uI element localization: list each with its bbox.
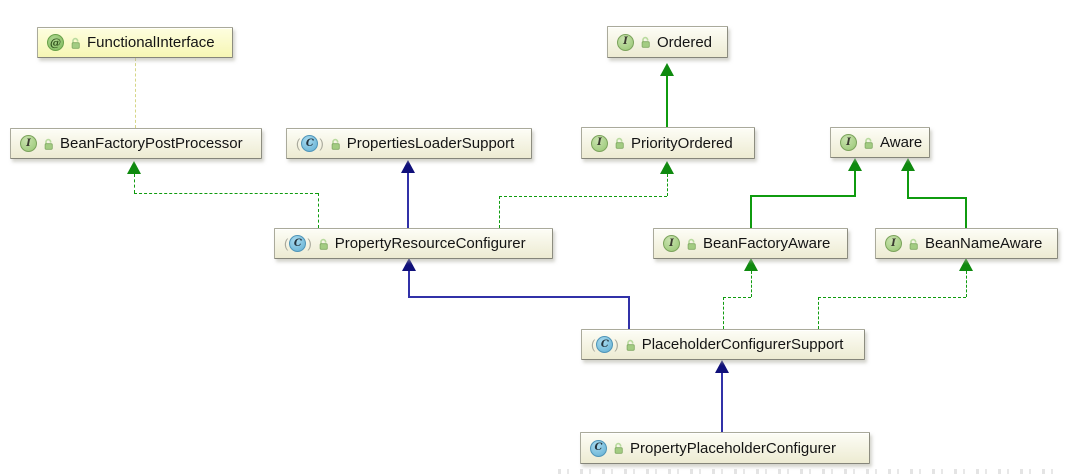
edge-segment: [907, 171, 909, 197]
edge-segment: [499, 196, 667, 197]
diagram-node-properties-loader-support[interactable]: C PropertiesLoaderSupport: [286, 128, 532, 159]
node-label: PriorityOrdered: [631, 134, 733, 152]
interface-icon: I: [20, 135, 37, 152]
interface-icon: I: [840, 134, 857, 151]
open-lock-icon: [43, 138, 54, 150]
edge-segment: [721, 373, 723, 432]
node-label: BeanFactoryAware: [703, 235, 831, 252]
node-label: PropertiesLoaderSupport: [346, 135, 515, 152]
node-label: FunctionalInterface: [87, 34, 215, 51]
open-lock-icon: [908, 238, 919, 250]
edge-segment: [134, 193, 318, 194]
arrowhead-icon: [401, 160, 415, 173]
open-lock-icon: [863, 137, 874, 149]
edge-segment: [628, 296, 630, 329]
open-lock-icon: [614, 137, 625, 149]
class-icon: C: [590, 439, 607, 457]
diagram-node-property-resource-configurer[interactable]: C PropertyResourceConfigurer: [274, 228, 553, 259]
edge-segment: [666, 76, 668, 127]
arrowhead-icon: [901, 158, 915, 171]
open-lock-icon: [625, 339, 636, 351]
edge-segment: [723, 297, 751, 298]
edge-segment: [907, 197, 967, 199]
diagram-node-ordered[interactable]: I Ordered: [607, 26, 728, 58]
diagram-node-bean-factory-aware[interactable]: I BeanFactoryAware: [653, 228, 848, 259]
diagram-node-functional-interface[interactable]: @ FunctionalInterface: [37, 27, 233, 58]
arrowhead-icon: [402, 258, 416, 271]
open-lock-icon: [686, 238, 697, 250]
interface-icon: I: [617, 33, 634, 51]
diagram-node-aware[interactable]: I Aware: [830, 127, 930, 158]
edge-segment: [499, 196, 500, 228]
abstract-class-icon: C: [591, 336, 619, 353]
arrowhead-icon: [848, 158, 862, 171]
edge-segment: [818, 297, 819, 329]
edge-segment: [750, 195, 856, 197]
arrowhead-icon: [127, 161, 141, 174]
arrowhead-icon: [660, 161, 674, 174]
interface-icon: I: [885, 235, 902, 252]
arrowhead-icon: [715, 360, 729, 373]
edge-segment: [723, 297, 724, 329]
annotation-icon: @: [47, 34, 64, 51]
node-label: PropertyPlaceholderConfigurer: [630, 439, 836, 457]
interface-icon: I: [663, 235, 680, 252]
edge-segment: [135, 58, 136, 128]
node-label: PlaceholderConfigurerSupport: [641, 336, 844, 353]
watermark-remnant: [558, 469, 1063, 474]
abstract-class-icon: C: [296, 135, 324, 152]
edge-segment: [751, 271, 752, 297]
open-lock-icon: [330, 138, 341, 150]
edge-segment: [818, 297, 966, 298]
edge-segment: [965, 197, 967, 228]
arrowhead-icon: [660, 63, 674, 76]
node-label: BeanFactoryPostProcessor: [60, 135, 243, 152]
edge-segment: [966, 271, 967, 297]
diagram-node-bean-name-aware[interactable]: I BeanNameAware: [875, 228, 1058, 259]
edge-segment: [407, 173, 409, 228]
node-label: Aware: [880, 134, 923, 151]
arrowhead-icon: [959, 258, 973, 271]
diagram-node-placeholder-configurer-support[interactable]: C PlaceholderConfigurerSupport: [581, 329, 865, 360]
open-lock-icon: [640, 36, 651, 48]
open-lock-icon: [318, 238, 329, 250]
edge-segment: [318, 193, 319, 228]
diagram-node-bean-factory-post-processor[interactable]: I BeanFactoryPostProcessor: [10, 128, 262, 159]
edge-segment: [750, 195, 752, 228]
interface-icon: I: [591, 134, 608, 152]
node-label: Ordered: [657, 33, 713, 51]
open-lock-icon: [613, 442, 624, 454]
arrowhead-icon: [744, 258, 758, 271]
node-label: BeanNameAware: [925, 235, 1043, 252]
open-lock-icon: [70, 37, 81, 49]
abstract-class-icon: C: [284, 235, 312, 252]
edge-segment: [408, 296, 630, 298]
edge-segment: [134, 174, 135, 193]
edge-segment: [667, 174, 668, 196]
node-label: PropertyResourceConfigurer: [334, 235, 526, 252]
edge-segment: [408, 271, 410, 296]
diagram-node-priority-ordered[interactable]: I PriorityOrdered: [581, 127, 755, 159]
edge-segment: [854, 171, 856, 195]
diagram-node-property-placeholder-configurer[interactable]: C PropertyPlaceholderConfigurer: [580, 432, 870, 464]
